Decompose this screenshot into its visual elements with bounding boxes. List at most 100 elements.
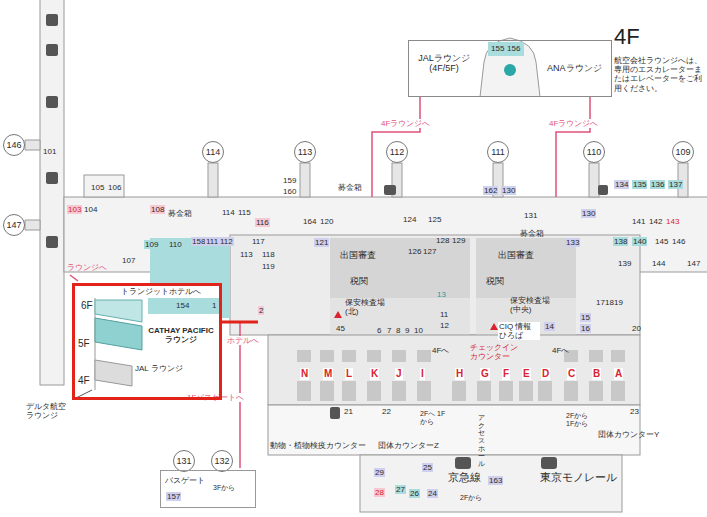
gate-circle: 112 <box>386 141 408 163</box>
store-number: 117 <box>252 237 265 246</box>
store-number: 144 <box>652 259 665 268</box>
store-number: 18 <box>605 298 614 307</box>
store-number: 133 <box>565 238 580 247</box>
map-label: G <box>480 368 490 380</box>
store-number: 113 <box>240 250 253 259</box>
store-number: 147 <box>687 259 700 268</box>
map-label: 募金箱 <box>520 229 544 238</box>
map-label: 4Fへ <box>432 346 449 355</box>
gate-number: 114 <box>206 147 220 157</box>
store-number: 105 <box>91 183 104 192</box>
store-number: 129 <box>452 236 465 245</box>
area-label: JALラウンジ (4F/5F) <box>411 53 477 74</box>
map-label: ホテルへ <box>226 336 260 345</box>
map-label: チェックインカウンター <box>470 343 520 361</box>
map-label: 航空会社ラウンジへは、専用のエスカレーターまたはエレベーターをご利用ください。 <box>614 56 704 93</box>
map-label: 2Fへ 1Fから <box>420 410 446 426</box>
map-label: H <box>455 368 464 380</box>
store-number: 15 <box>580 313 591 322</box>
store-number: 9 <box>405 326 409 335</box>
store-number: 156 <box>506 44 521 53</box>
store-number: 155 <box>490 44 505 53</box>
map-label: デルタ航空 ラウンジ <box>26 402 70 420</box>
store-number: 160 <box>283 187 296 196</box>
map-label: 動物・植物検疫カウンター <box>270 441 366 450</box>
gate-circle: 132 <box>211 450 233 472</box>
store-number: 106 <box>108 183 121 192</box>
map-label: 2Fから <box>460 494 482 502</box>
gate-number: 110 <box>587 147 601 157</box>
store-number: 121 <box>314 238 329 247</box>
map-label: 保安検査場(中央) <box>510 296 556 314</box>
store-number: 20 <box>632 324 641 333</box>
map-label: F <box>502 368 510 380</box>
gate-circle: 114 <box>202 141 224 163</box>
store-number: 111 <box>205 237 219 246</box>
store-number: 139 <box>618 259 631 268</box>
gate-number: 111 <box>491 147 505 157</box>
store-number: 16 <box>580 324 591 333</box>
store-number: 13 <box>437 290 446 299</box>
store-number: 21 <box>344 407 353 416</box>
store-number: 127 <box>423 247 436 256</box>
gate-circle: 110 <box>583 141 605 163</box>
map-label: M <box>323 368 333 380</box>
gate-number: 131 <box>176 456 191 466</box>
store-number: 134 <box>614 180 629 189</box>
map-label: 募金箱 <box>168 209 192 218</box>
map-label: B <box>592 368 601 380</box>
store-number: 162 <box>483 186 498 195</box>
store-number: 115 <box>238 208 251 217</box>
store-number: 159 <box>283 176 296 185</box>
map-label: 団体カウンターY <box>598 430 659 439</box>
area-label: JAL ラウンジ <box>135 364 183 373</box>
store-number: 2 <box>258 306 264 315</box>
store-number: 130 <box>501 186 516 195</box>
map-label: 2Fから 1Fから <box>566 412 594 428</box>
store-number: 6 <box>377 326 381 335</box>
map-label: J <box>395 368 403 380</box>
map-label: 4Fラウンジへ <box>380 119 431 128</box>
store-number: 120 <box>320 217 333 226</box>
store-number: 164 <box>303 217 316 226</box>
area-box: バスゲート 3Fから <box>160 470 256 508</box>
area-label: ANAラウンジ <box>547 63 602 73</box>
store-number: 14 <box>544 322 555 331</box>
map-label: K <box>370 368 379 380</box>
store-number: 29 <box>374 468 385 477</box>
store-number: 19 <box>614 298 623 307</box>
gate-circle: 147 <box>3 214 25 236</box>
store-number: 142 <box>649 217 662 226</box>
store-number: 108 <box>150 205 165 214</box>
gate-number: 113 <box>298 147 312 157</box>
store-number: 101 <box>43 147 56 156</box>
map-label: A <box>614 368 623 380</box>
store-number: 110 <box>168 240 183 249</box>
map-label: N <box>300 368 309 380</box>
store-number: 154 <box>176 301 189 310</box>
gate-number: 109 <box>675 147 690 157</box>
map-label: 京急線 <box>448 471 481 484</box>
store-number: 109 <box>144 240 159 249</box>
map-label: ラウンジへ <box>67 264 107 273</box>
store-number: 8 <box>396 326 400 335</box>
area-label: 5F <box>78 338 90 350</box>
area-label: 3Fから <box>213 484 235 492</box>
gate-circle: 111 <box>487 141 509 163</box>
map-label: 税関 <box>486 276 504 286</box>
store-number: 135 <box>632 180 647 189</box>
map-label: 募金箱 <box>338 183 362 192</box>
store-number: 28 <box>374 488 385 497</box>
map-label: 出国審査 <box>340 250 376 260</box>
map-label: アクセスホール <box>478 414 485 468</box>
store-number: 119 <box>262 262 275 271</box>
map-label: 保安検査場(北) <box>345 298 387 316</box>
gate-number: 147 <box>6 220 21 230</box>
map-label: 4Fへ <box>552 346 569 355</box>
map-label: 団体カウンターZ <box>378 441 439 450</box>
map-label: 税関 <box>350 276 368 286</box>
map-label: I <box>420 368 425 380</box>
area-label: バスゲート <box>165 476 205 485</box>
store-number: 25 <box>422 463 433 472</box>
store-number: 136 <box>650 180 665 189</box>
